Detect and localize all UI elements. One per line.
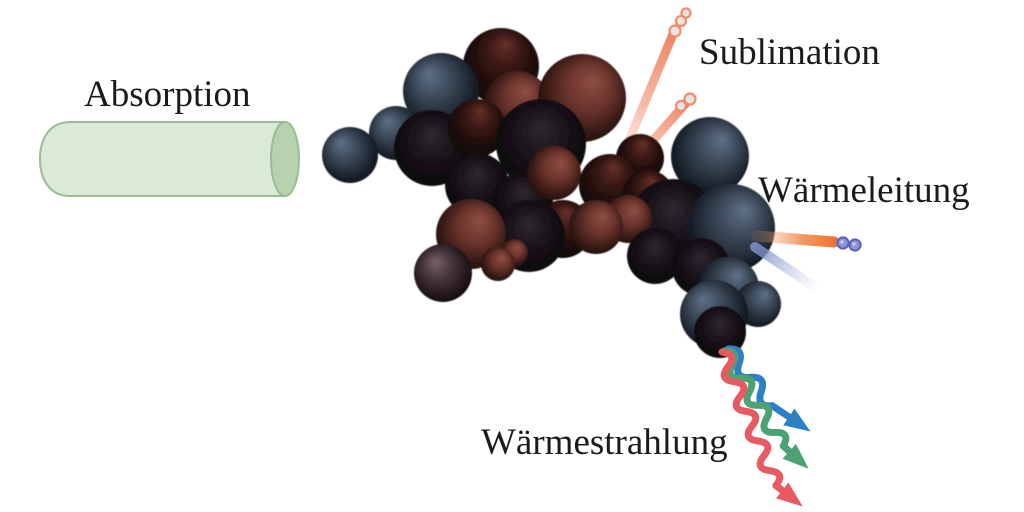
arrowhead-icon: [783, 408, 811, 432]
conduction-molecules: [836, 236, 862, 252]
conduction-fade-trail: [750, 242, 823, 294]
primary-sphere: [569, 200, 623, 254]
conduction-trails: [750, 230, 862, 294]
gas-molecule-icon: [683, 92, 697, 106]
sphere-cluster: [322, 28, 781, 358]
wave-path: [718, 348, 784, 490]
primary-sphere: [627, 228, 683, 284]
radiation-arrow-red: [718, 348, 803, 507]
arrowhead-icon: [776, 482, 803, 507]
sublimation-molecules: [668, 7, 697, 113]
molecule-highlight: [852, 242, 856, 246]
absorption-label: Absorption: [84, 74, 251, 115]
gas-molecule-icon: [674, 99, 688, 113]
radiation-arrows: [718, 345, 811, 507]
primary-sphere: [671, 117, 749, 195]
beam-body: [38, 121, 286, 197]
primary-sphere: [694, 306, 746, 358]
sublimation-label: Sublimation: [699, 32, 880, 73]
gas-molecule-icon: [668, 24, 682, 38]
primary-sphere: [414, 244, 472, 302]
conduction-trail: [751, 230, 840, 248]
primary-sphere: [527, 146, 581, 200]
gas-molecule-icon: [680, 7, 692, 19]
gas-molecule-icon: [674, 14, 688, 28]
primary-sphere: [448, 99, 506, 157]
absorption-beam: [38, 121, 300, 197]
primary-sphere: [322, 127, 378, 183]
waermestrahlung-label: Wärmestrahlung: [481, 422, 728, 463]
beam-end-cap: [270, 121, 300, 197]
molecule-highlight: [840, 240, 844, 244]
waermeleitung-label: Wärmeleitung: [758, 170, 970, 211]
arrowhead-icon: [782, 443, 809, 469]
primary-sphere: [481, 247, 515, 281]
